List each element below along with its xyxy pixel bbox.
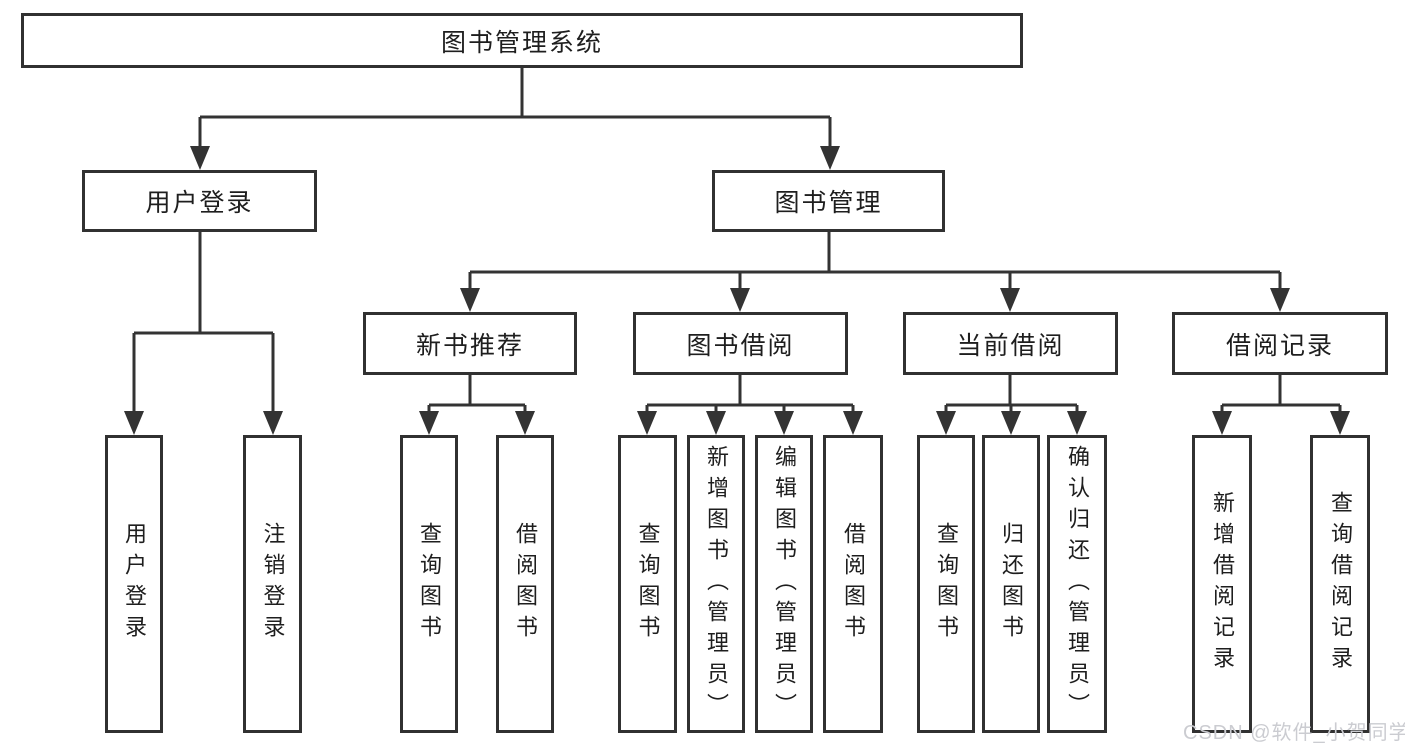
leaf-confirm-return-admin-label: 确认归还（管理员） — [1065, 444, 1090, 724]
leaf-return-books: 归还图书 — [982, 435, 1040, 733]
leaf-query-books-recommend-label: 查询图书 — [417, 522, 442, 646]
node-root-label: 图书管理系统 — [440, 28, 603, 57]
leaf-query-books-borrow-label: 查询图书 — [635, 522, 661, 646]
leaf-borrow-books-2-label: 借阅图书 — [841, 522, 866, 646]
leaf-query-books-borrow: 查询图书 — [618, 435, 677, 733]
node-book-borrow: 图书借阅 — [633, 312, 848, 375]
leaf-logout: 注销登录 — [243, 435, 302, 733]
leaf-return-books-label: 归还图书 — [999, 522, 1024, 646]
node-current-borrow-label: 当前借阅 — [956, 331, 1065, 360]
leaf-borrow-books-2: 借阅图书 — [823, 435, 883, 733]
leaf-add-borrow-record: 新增借阅记录 — [1192, 435, 1252, 733]
leaf-user-login: 用户登录 — [105, 435, 163, 733]
leaf-query-books-current-label: 查询图书 — [934, 522, 959, 646]
watermark: CSDN @软件_小贺同学 — [1183, 722, 1405, 744]
leaf-edit-book-admin: 编辑图书（管理员） — [755, 435, 813, 733]
leaf-borrow-books-recommend: 借阅图书 — [496, 435, 554, 733]
leaf-confirm-return-admin: 确认归还（管理员） — [1047, 435, 1107, 733]
node-borrow-records: 借阅记录 — [1172, 312, 1388, 375]
leaf-add-book-admin-label: 新增图书（管理员） — [704, 444, 729, 724]
leaf-user-login-label: 用户登录 — [122, 522, 147, 646]
node-borrow-records-label: 借阅记录 — [1225, 331, 1334, 360]
node-book-borrow-label: 图书借阅 — [686, 331, 795, 360]
node-current-borrow: 当前借阅 — [903, 312, 1118, 375]
node-book-management: 图书管理 — [712, 170, 945, 232]
node-user-login: 用户登录 — [82, 170, 317, 232]
leaf-query-borrow-record: 查询借阅记录 — [1310, 435, 1370, 733]
leaf-logout-label: 注销登录 — [260, 522, 286, 646]
node-user-login-label: 用户登录 — [145, 189, 254, 217]
leaf-query-books-current: 查询图书 — [917, 435, 975, 733]
node-book-management-label: 图书管理 — [774, 189, 883, 217]
leaf-borrow-books-recommend-label: 借阅图书 — [513, 522, 538, 646]
leaf-query-borrow-record-label: 查询借阅记录 — [1328, 491, 1353, 677]
node-root: 图书管理系统 — [21, 13, 1023, 68]
node-new-book-recommend-label: 新书推荐 — [415, 331, 524, 360]
leaf-edit-book-admin-label: 编辑图书（管理员） — [772, 444, 797, 724]
leaf-query-books-recommend: 查询图书 — [400, 435, 458, 733]
leaf-add-borrow-record-label: 新增借阅记录 — [1210, 491, 1235, 677]
leaf-add-book-admin: 新增图书（管理员） — [687, 435, 745, 733]
node-new-book-recommend: 新书推荐 — [363, 312, 577, 375]
